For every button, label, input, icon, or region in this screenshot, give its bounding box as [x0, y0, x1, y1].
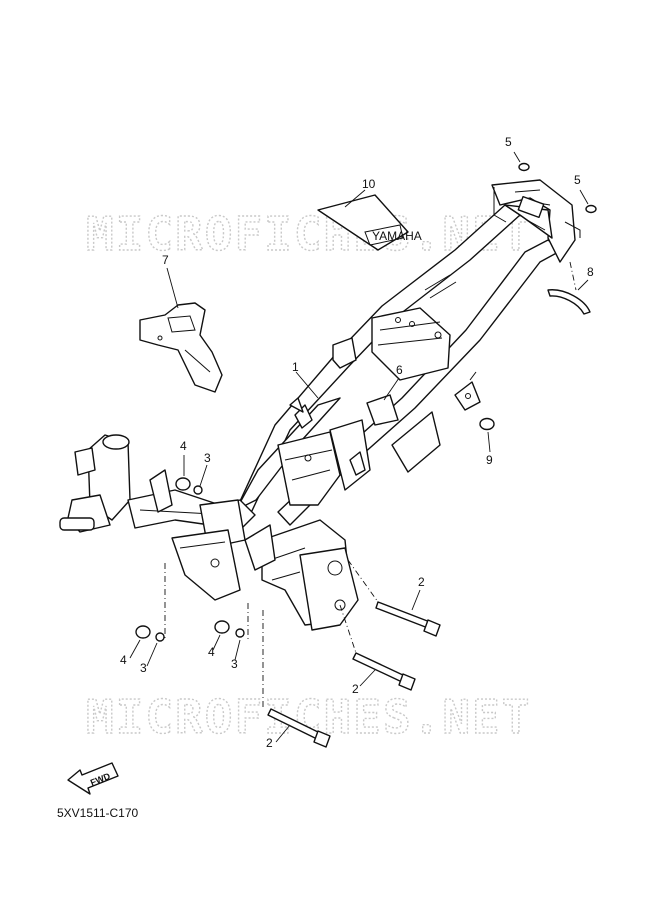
callout-9: 9 [486, 453, 493, 467]
callout-4-lower-left: 4 [120, 653, 127, 667]
callout-7: 7 [162, 253, 169, 267]
diagram-code: 5XV1511-C170 [57, 806, 139, 820]
callout-6: 6 [396, 363, 403, 377]
frame-plate-part-10: YAMAHA [317, 194, 422, 251]
plate-part-6 [366, 394, 399, 426]
plate-logo-text: YAMAHA [372, 229, 422, 243]
fwd-arrow-icon: FWD [67, 762, 119, 795]
grommet-part-5 [518, 162, 597, 214]
watermark-bottom: MICROFICHES.NET [86, 690, 531, 744]
washer-part-3 [155, 485, 245, 642]
bolt-part-2 [267, 601, 441, 748]
callout-numbers: 1 2 2 2 3 3 3 4 4 4 5 5 6 7 8 9 10 [120, 135, 594, 750]
main-frame [59, 179, 581, 631]
callout-2-top: 2 [418, 575, 425, 589]
bracket-part-7 [139, 302, 223, 393]
callout-3-lower-right: 3 [231, 657, 238, 671]
alignment-lines [164, 261, 577, 710]
callout-5-left: 5 [505, 135, 512, 149]
callout-10: 10 [362, 177, 376, 191]
callout-3-lower-left: 3 [140, 661, 147, 675]
band-part-8 [547, 289, 591, 315]
callout-2-bottom: 2 [266, 736, 273, 750]
callout-4-upper: 4 [180, 439, 187, 453]
nut-part-9 [479, 417, 495, 431]
callout-2-middle: 2 [352, 682, 359, 696]
leader-lines [129, 151, 589, 743]
callout-3-upper: 3 [204, 451, 211, 465]
collar-part-4 [135, 477, 230, 639]
callout-5-right: 5 [574, 173, 581, 187]
callout-4-lower-right: 4 [208, 645, 215, 659]
callout-1: 1 [292, 360, 299, 374]
callout-8: 8 [587, 265, 594, 279]
